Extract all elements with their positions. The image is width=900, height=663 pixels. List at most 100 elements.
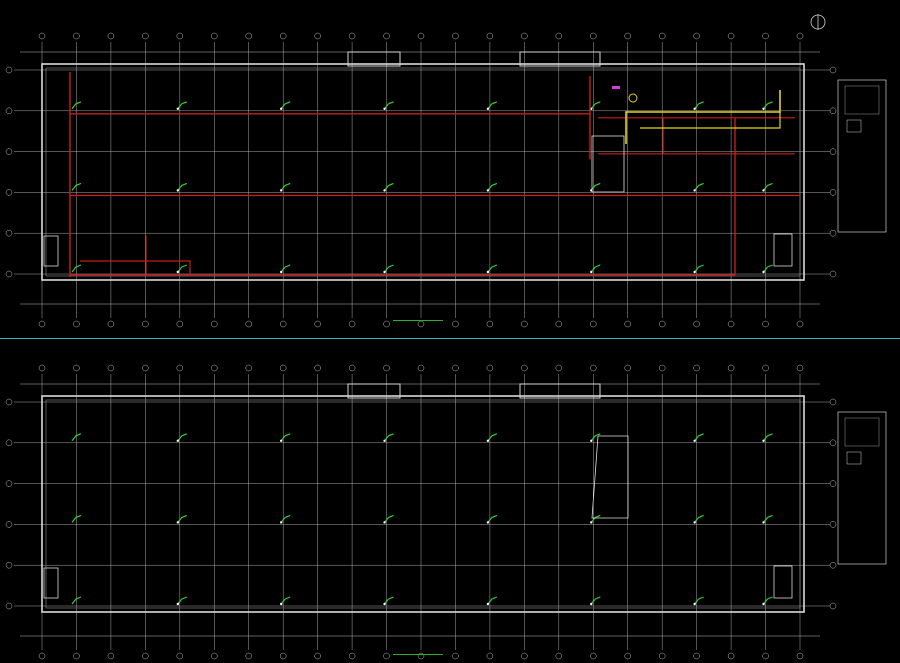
grid-bubble-icon: [314, 320, 321, 328]
grid-bubble-icon: [5, 229, 13, 237]
grid-bubble-icon: [383, 32, 390, 40]
north-arrow-icon: [810, 14, 826, 30]
sprinkler-head-icon: [71, 101, 82, 110]
grid-bubble-icon: [727, 320, 735, 328]
sprinkler-head-icon: [763, 101, 773, 110]
sprinkler-head-icon: [177, 182, 188, 191]
stair-core-right: [519, 51, 601, 67]
grid-bubble-icon: [73, 652, 80, 660]
grid-bubble-icon: [73, 320, 80, 328]
grid-bubble-icon: [590, 652, 597, 660]
grid-bubble-icon: [142, 32, 149, 40]
grid-bubble-icon: [245, 32, 252, 40]
sprinkler-head-icon: [177, 264, 188, 273]
sprinkler-head-icon: [71, 182, 82, 191]
grid-bubble-icon: [5, 398, 13, 406]
sprinkler-head-icon: [694, 182, 704, 191]
grid-bubble-icon: [211, 652, 218, 660]
grid-bubble-icon: [5, 602, 13, 610]
sprinkler-head-icon: [763, 514, 773, 523]
upper-floor-plan: [5, 32, 837, 328]
sprinkler-head-icon: [486, 439, 490, 442]
stair-left: [43, 567, 59, 599]
sprinkler-head-icon: [71, 596, 82, 605]
grid-bubble-icon: [176, 652, 184, 660]
sprinkler-head-icon: [487, 264, 498, 273]
sprinkler-head-icon: [383, 189, 386, 192]
stair-core-top: [347, 383, 401, 399]
grid-bubble-icon: [5, 107, 13, 115]
sprinkler-head-icon: [590, 264, 601, 273]
sprinkler-head-icon: [176, 189, 180, 192]
grid-bubble-icon: [796, 652, 804, 660]
grid-bubble-icon: [829, 107, 837, 115]
grid-bubble-icon: [486, 364, 494, 372]
sprinkler-head-icon: [279, 439, 283, 442]
sprinkler-head-icon: [763, 596, 773, 605]
grid-bubble-icon: [245, 652, 252, 660]
sprinkler-head-icon: [486, 189, 490, 192]
grid-bubble-icon: [176, 320, 184, 328]
sprinkler-head-icon: [177, 101, 188, 110]
grid-bubble-icon: [693, 652, 700, 660]
grid-bubble-icon: [314, 652, 321, 660]
sprinkler-head-icon: [280, 101, 291, 110]
lower-plan-title-underline: [393, 654, 443, 655]
sprinkler-head-icon: [590, 439, 593, 442]
grid-bubble-icon: [521, 652, 528, 660]
upper-plan-title-underline: [393, 320, 443, 321]
grid-bubble-icon: [314, 364, 321, 372]
grid-bubble-icon: [245, 320, 252, 328]
sprinkler-head-icon: [280, 514, 291, 523]
grid-bubble-icon: [452, 320, 459, 328]
grid-bubble-icon: [624, 320, 631, 328]
grid-bubble-icon: [38, 32, 46, 40]
sprinkler-head-icon: [763, 182, 773, 191]
grid-bubble-icon: [142, 364, 149, 372]
sprinkler-head-icon: [762, 270, 765, 274]
sprinkler-head-icon: [486, 602, 490, 606]
stair-right: [773, 565, 793, 599]
grid-bubble-icon: [383, 364, 390, 372]
grid-bubble-icon: [829, 561, 837, 569]
grid-bubble-icon: [829, 602, 837, 610]
grid-bubble-icon: [452, 364, 459, 372]
sprinkler-head-icon: [487, 596, 498, 605]
sprinkler-head-icon: [487, 433, 498, 442]
sprinkler-head-icon: [487, 514, 498, 523]
side-legend-upper: [837, 79, 887, 233]
grid-bubble-icon: [383, 652, 390, 660]
sprinkler-head-icon: [280, 433, 291, 442]
sprinkler-head-icon: [694, 514, 704, 523]
grid-bubble-icon: [796, 32, 804, 40]
sprinkler-head-icon: [384, 514, 394, 523]
grid-bubble-icon: [5, 148, 13, 155]
pipe-tag-label: [612, 86, 620, 89]
grid-bubble-icon: [176, 32, 184, 40]
grid-bubble-icon: [383, 320, 390, 328]
grid-bubble-icon: [486, 32, 494, 40]
sprinkler-head-icon: [590, 433, 601, 442]
grid-bubble-icon: [762, 320, 769, 328]
grid-bubble-icon: [452, 652, 459, 660]
grid-bubble-icon: [314, 32, 321, 40]
sprinkler-head-icon: [279, 521, 283, 524]
sprinkler-head-icon: [486, 107, 490, 111]
sprinkler-head-icon: [763, 433, 773, 442]
grid-bubble-icon: [211, 32, 218, 40]
grid-bubble-icon: [727, 652, 735, 660]
grid-bubble-icon: [73, 32, 80, 40]
sprinkler-head-icon: [590, 182, 601, 191]
grid-bubble-icon: [590, 320, 597, 328]
sprinkler-head-icon: [762, 439, 765, 442]
sprinkler-head-icon: [693, 602, 696, 606]
grid-bubble-icon: [727, 364, 735, 372]
sprinkler-head-icon: [762, 602, 765, 606]
sprinkler-head-icon: [487, 101, 498, 110]
sprinkler-head-icon: [383, 439, 386, 442]
sprinkler-head-icon: [762, 107, 765, 111]
grid-bubble-icon: [521, 320, 528, 328]
grid-bubble-icon: [107, 652, 115, 660]
grid-bubble-icon: [829, 189, 837, 196]
sprinkler-head-icon: [176, 439, 180, 442]
